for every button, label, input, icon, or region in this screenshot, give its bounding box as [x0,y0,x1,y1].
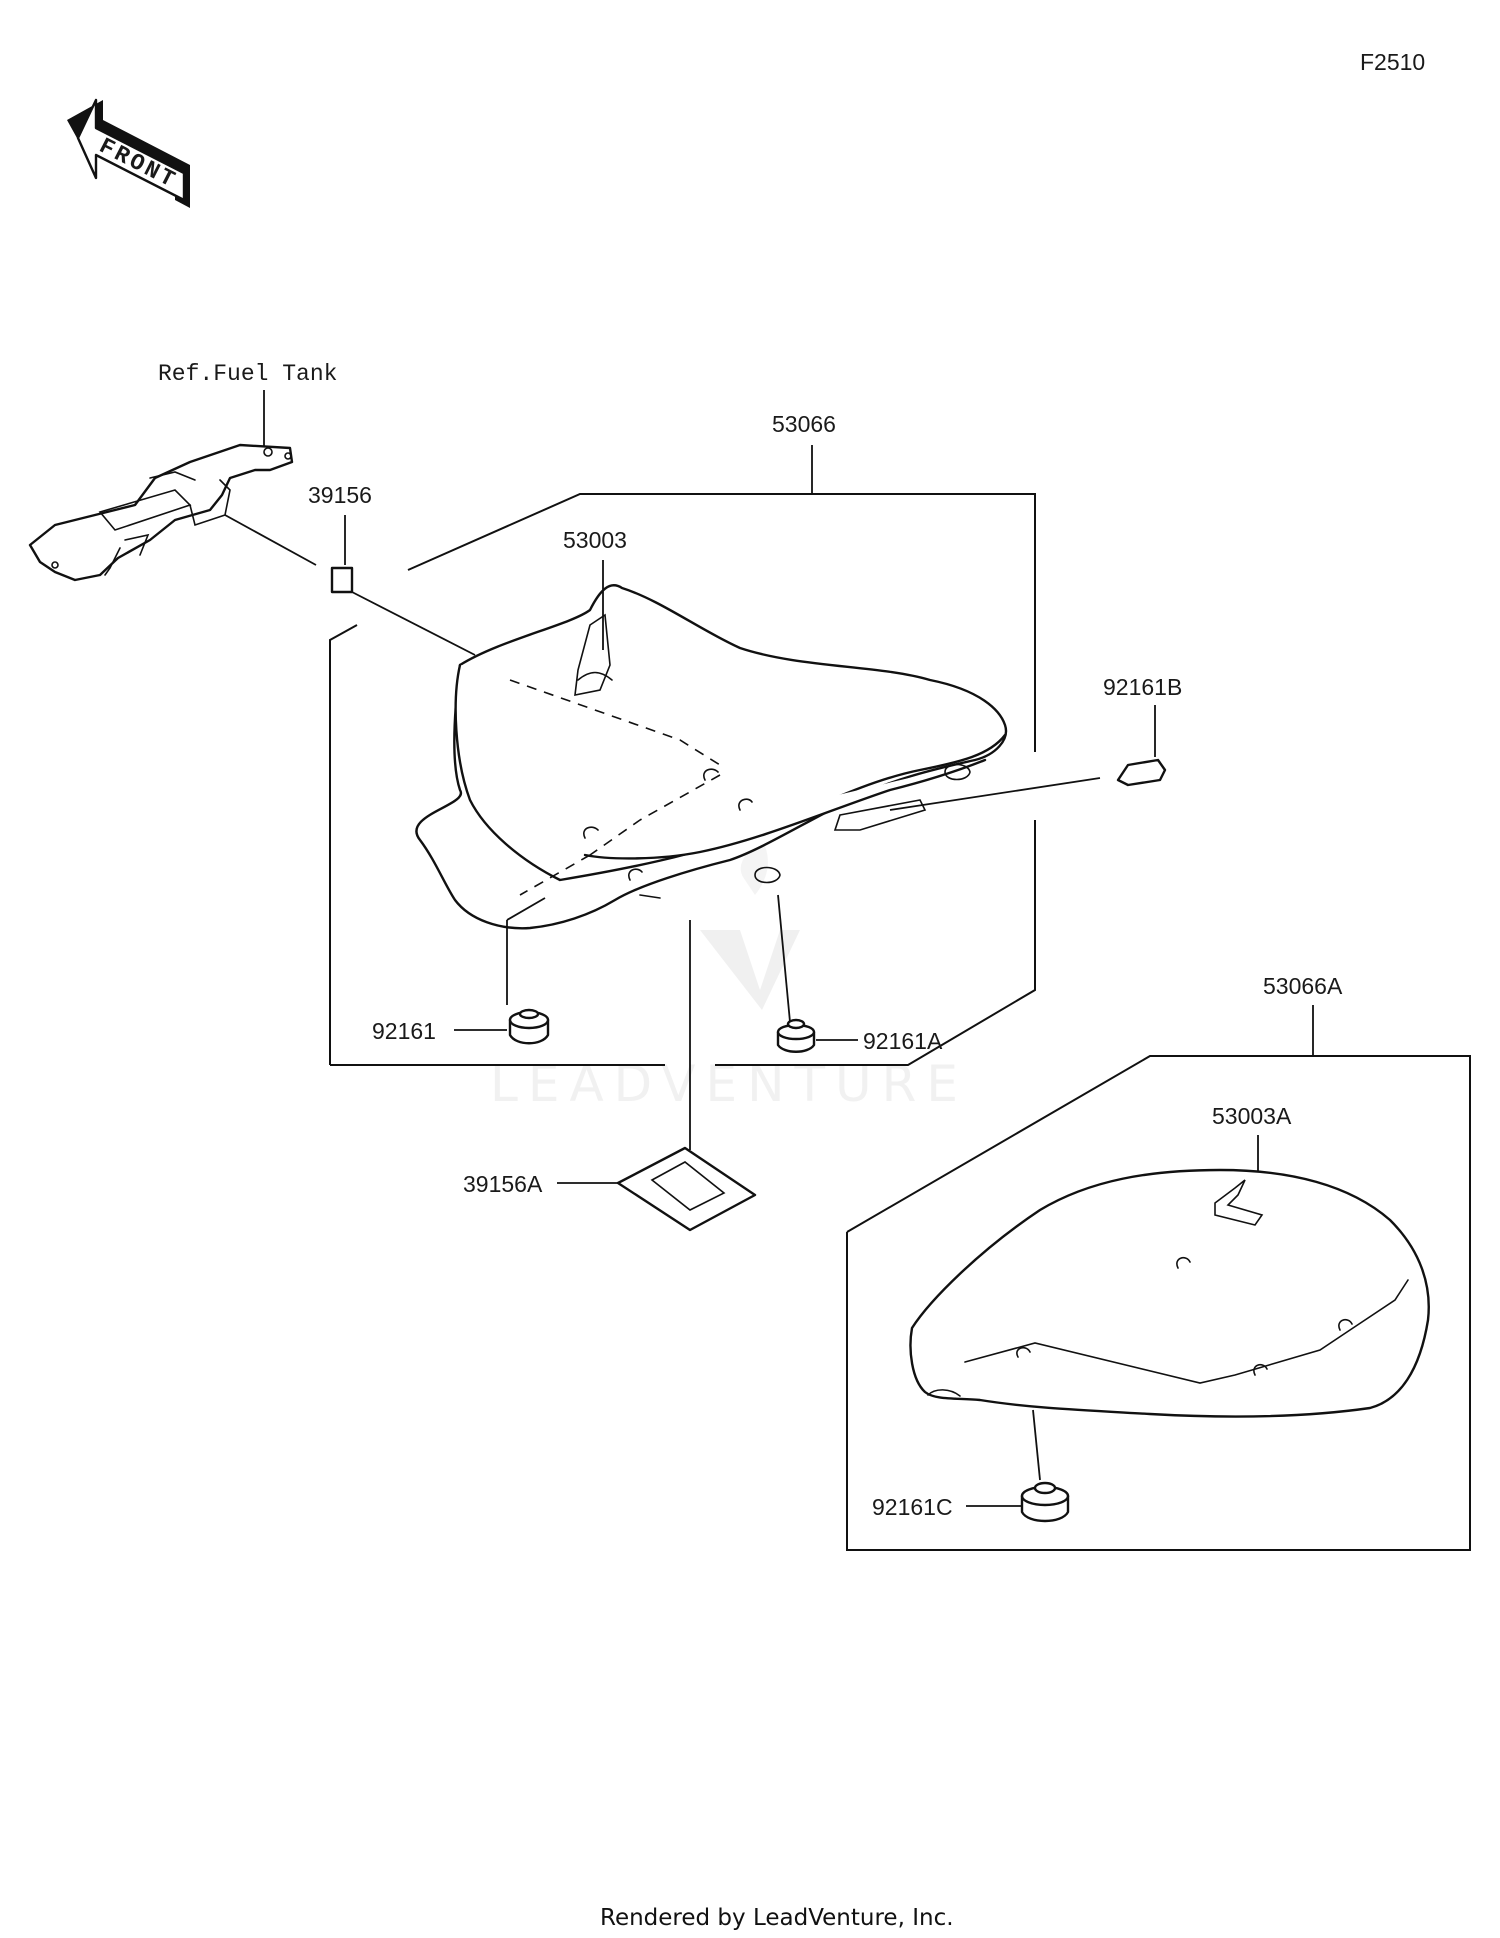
callout-53066: 53066 [772,411,836,437]
callout-39156: 39156 [308,482,372,508]
diagram-code: F2510 [1360,49,1425,75]
callout-92161: 92161 [372,1018,436,1044]
damper-92161 [508,1008,550,1045]
callout-92161B: 92161B [1103,674,1182,700]
rider-seat [415,584,1008,930]
footer-credit: Rendered by LeadVenture, Inc. [600,1905,954,1931]
damper-92161B [1116,758,1167,787]
callout-53003A: 53003A [1212,1103,1292,1129]
front-direction-arrow-icon: FRONT [67,98,190,208]
callout-53003: 53003 [563,527,627,553]
callout-39156A: 39156A [463,1171,543,1197]
passenger-seat [909,1168,1430,1418]
damper-92161C [1020,1481,1070,1523]
ref-fuel-tank-label: Ref.Fuel Tank [158,361,337,387]
callout-92161C: 92161C [872,1494,953,1520]
callout-53066A: 53066A [1263,973,1343,999]
seat-sheet-39156 [330,566,354,594]
damper-92161A [776,1018,816,1053]
watermark-text: LEADVENTURE [490,1055,968,1113]
fuel-tank-bracket [28,443,294,582]
callout-92161A: 92161A [863,1028,943,1054]
passenger-seat-assembly-frame [846,1055,1471,1551]
rider-seat-assembly-frame [329,493,1036,1066]
seat-pad-39156A [616,1146,757,1232]
